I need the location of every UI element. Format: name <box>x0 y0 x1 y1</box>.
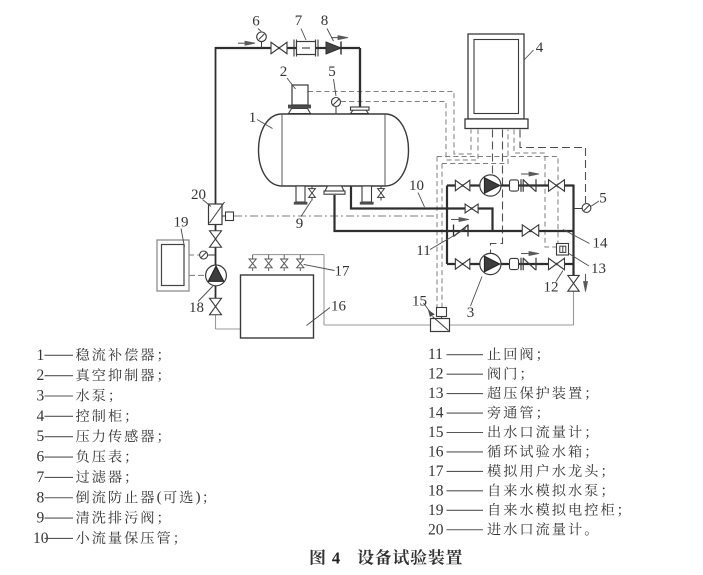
svg-text:9: 9 <box>37 510 45 527</box>
svg-text:17: 17 <box>335 263 351 279</box>
svg-text:6: 6 <box>37 449 45 466</box>
svg-text:15: 15 <box>428 424 444 441</box>
svg-text:19: 19 <box>174 214 189 230</box>
svg-text:16: 16 <box>428 443 444 460</box>
svg-text:16: 16 <box>331 298 347 314</box>
svg-text:4: 4 <box>37 408 45 425</box>
svg-text:5: 5 <box>599 190 607 206</box>
svg-text:3: 3 <box>467 305 475 321</box>
svg-text:): ) <box>195 488 200 505</box>
svg-text:3: 3 <box>37 388 45 405</box>
svg-text:13: 13 <box>591 261 606 277</box>
svg-text:9: 9 <box>296 216 304 232</box>
svg-text:10: 10 <box>409 178 424 194</box>
svg-text:1: 1 <box>37 347 45 364</box>
svg-text:14: 14 <box>428 405 444 422</box>
svg-text:8: 8 <box>37 489 45 506</box>
svg-text:10: 10 <box>33 530 49 547</box>
svg-text:12: 12 <box>544 279 559 295</box>
svg-text:6: 6 <box>252 13 260 29</box>
svg-text:11: 11 <box>428 346 443 363</box>
svg-text:12: 12 <box>428 366 444 383</box>
svg-text:4: 4 <box>332 549 340 568</box>
svg-text:8: 8 <box>321 13 329 29</box>
svg-text:18: 18 <box>428 482 444 499</box>
svg-text:18: 18 <box>189 300 204 316</box>
svg-text:1: 1 <box>249 110 257 126</box>
svg-text:13: 13 <box>428 385 444 402</box>
svg-text:5: 5 <box>328 64 336 80</box>
svg-text:14: 14 <box>593 235 609 251</box>
svg-text:2: 2 <box>280 64 288 80</box>
svg-text:2: 2 <box>37 367 45 384</box>
svg-text:11: 11 <box>416 243 430 259</box>
svg-text:19: 19 <box>428 502 444 519</box>
svg-text:20: 20 <box>428 521 444 538</box>
svg-text:7: 7 <box>295 13 303 29</box>
svg-text:20: 20 <box>191 187 206 203</box>
svg-text:(: ( <box>157 488 162 505</box>
svg-text:17: 17 <box>428 463 444 480</box>
svg-text:15: 15 <box>412 293 427 309</box>
svg-text:5: 5 <box>37 428 45 445</box>
svg-text:7: 7 <box>37 469 45 486</box>
svg-text:4: 4 <box>536 40 544 56</box>
